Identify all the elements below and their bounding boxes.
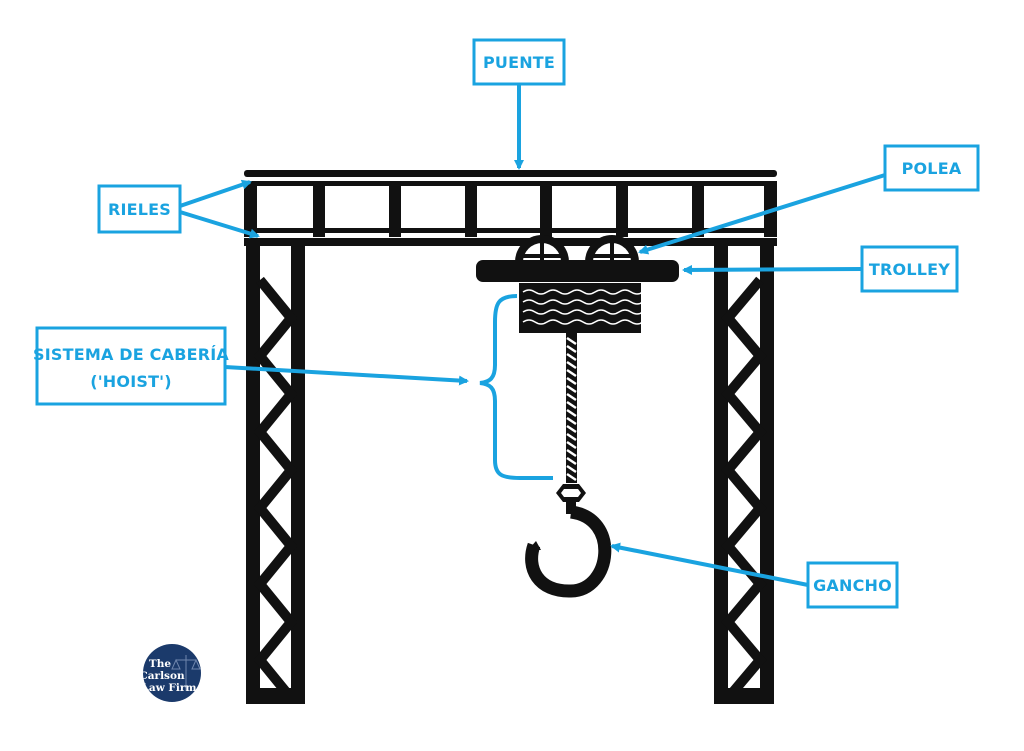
label-trolley: TROLLEY	[860, 245, 959, 293]
pulley-wheels	[515, 235, 639, 262]
label-gancho-text: GANCHO	[813, 576, 892, 595]
crane-structure	[244, 170, 777, 704]
label-rieles: RIELES	[97, 184, 182, 234]
hoist-drum	[519, 283, 644, 333]
arrow-rieles-bottom	[179, 210, 260, 239]
carlson-law-firm-logo: The Carlson Law Firm	[139, 644, 201, 702]
hoist-brace	[479, 294, 553, 480]
label-puente: PUENTE	[472, 38, 566, 86]
left-leg	[246, 244, 305, 704]
label-gancho: GANCHO	[806, 561, 899, 609]
logo-line1: The	[149, 658, 171, 670]
arrow-rieles-top	[179, 179, 252, 208]
label-polea-text: POLEA	[902, 159, 962, 178]
arrow-trolley	[682, 264, 863, 275]
arrow-polea	[638, 173, 886, 255]
right-leg	[714, 244, 774, 704]
label-puente-text: PUENTE	[483, 53, 555, 72]
logo-line3: Law Firm	[142, 682, 197, 694]
label-rieles-text: RIELES	[108, 200, 171, 219]
hook	[525, 484, 612, 598]
arrow-hoist	[224, 365, 469, 386]
label-hoist-line2: ('HOIST')	[90, 372, 172, 391]
trolley-body	[476, 260, 679, 282]
label-polea: POLEA	[883, 144, 980, 192]
scales-icon	[171, 655, 201, 690]
callout-arrows	[179, 84, 886, 587]
label-hoist-line1: SISTEMA DE CABERÍA	[33, 345, 229, 364]
arrow-gancho	[610, 542, 809, 587]
hoist-rope	[566, 333, 577, 483]
bridge-girder	[244, 170, 777, 246]
label-hoist: SISTEMA DE CABERÍA ('HOIST')	[33, 326, 229, 406]
label-trolley-text: TROLLEY	[869, 260, 950, 279]
logo-line2: Carlson	[139, 670, 185, 682]
